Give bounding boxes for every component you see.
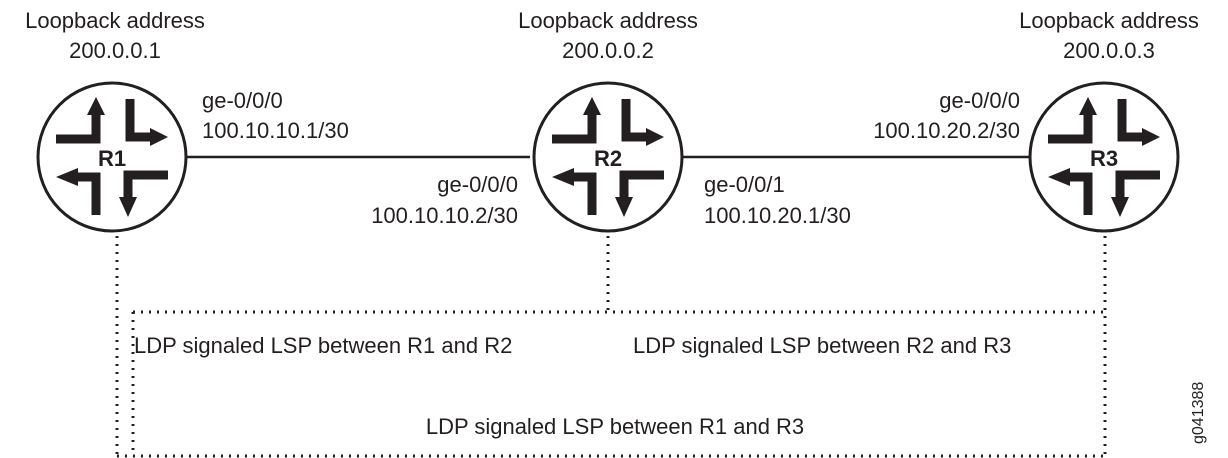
r1-interface-ip: 100.10.10.1/30: [202, 118, 349, 143]
lsp-dotted-lines: [115, 236, 1107, 458]
router-r2-name: R2: [594, 146, 622, 171]
r3-loopback-ip: 200.0.0.3: [1063, 38, 1155, 63]
r3-interface-name: ge-0/0/0: [939, 88, 1020, 113]
router-r2-icon: R2: [534, 83, 682, 231]
r2-ge000-interface-name: ge-0/0/0: [437, 172, 518, 197]
r1-loopback-label: Loopback address: [25, 8, 205, 33]
router-r1-icon: R1: [38, 83, 186, 231]
lsp-r2-r3-label: LDP signaled LSP between R2 and R3: [633, 333, 1012, 358]
figure-id: g041388: [1190, 381, 1207, 444]
r1-loopback-ip: 200.0.0.1: [69, 38, 161, 63]
lsp-r1-r3-label: LDP signaled LSP between R1 and R3: [425, 414, 805, 439]
r2-loopback-ip: 200.0.0.2: [562, 38, 654, 63]
r1-interface-name: ge-0/0/0: [202, 88, 283, 113]
router-r3-name: R3: [1090, 146, 1118, 171]
r3-interface-ip: 100.10.20.2/30: [873, 118, 1020, 143]
r2-ge001-interface-ip: 100.10.20.1/30: [704, 203, 851, 228]
router-r3-icon: R3: [1030, 83, 1178, 231]
router-r1-name: R1: [98, 146, 126, 171]
r2-ge000-interface-ip: 100.10.10.2/30: [371, 203, 518, 228]
r2-loopback-label: Loopback address: [518, 8, 698, 33]
r3-loopback-label: Loopback address: [1019, 8, 1199, 33]
r2-ge001-interface-name: ge-0/0/1: [704, 172, 785, 197]
lsp-r1-r2-label: LDP signaled LSP between R1 and R2: [134, 333, 513, 358]
